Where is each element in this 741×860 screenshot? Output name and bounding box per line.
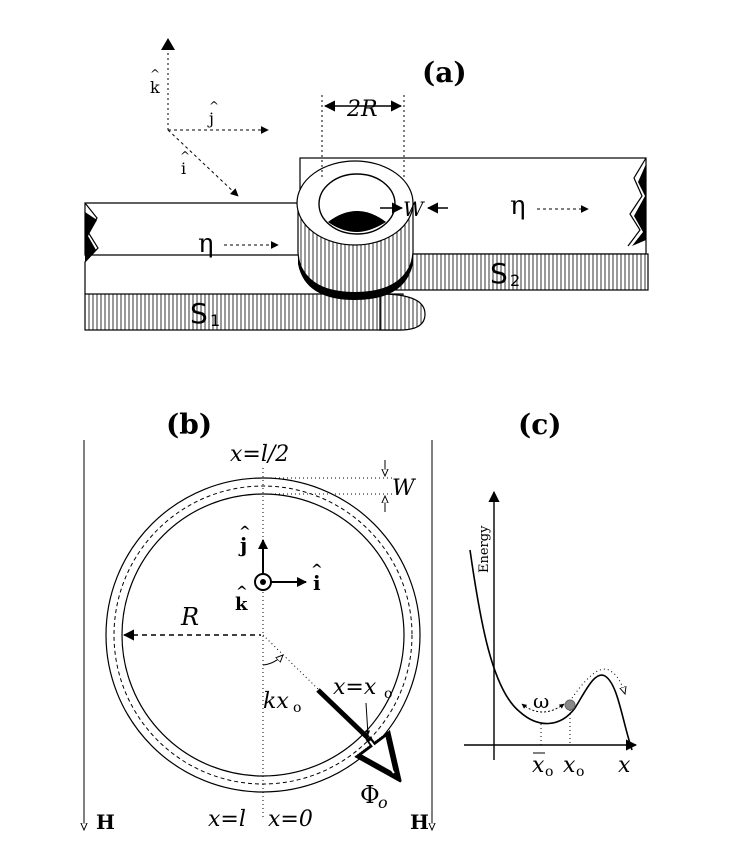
dim-w-label-b: W — [392, 476, 417, 501]
xbar-label: x — [532, 753, 545, 778]
axis-k-label: k — [150, 78, 160, 97]
dim-w-label-a: W — [403, 197, 425, 221]
junction-pointer — [365, 702, 371, 736]
vec-k-dot — [260, 579, 266, 585]
strip-s2-label: S — [490, 257, 508, 290]
flux-label: Φ — [360, 781, 380, 809]
particle — [564, 699, 576, 711]
strip-s1 — [84, 202, 426, 331]
vec-k-label: k — [235, 594, 248, 615]
field-left-label: H — [96, 810, 115, 834]
panel-a-label: (a) — [422, 56, 467, 89]
strip-s1-break — [84, 202, 99, 294]
strip-s2-break — [627, 157, 647, 247]
vec-j-label: j — [238, 533, 247, 557]
dimension-w-a: W — [380, 197, 448, 221]
dimension-w-b: W — [263, 460, 417, 512]
strip-s2-sub: 2 — [510, 271, 520, 290]
coordinate-triad: ^ k ^ j ^ i — [150, 38, 269, 197]
strip-s1-sub: 1 — [210, 311, 220, 330]
escape-path — [571, 668, 625, 699]
flux-sub: o — [378, 793, 388, 812]
radius-label: R — [180, 603, 199, 631]
junction-pos-label: x=x — [333, 675, 377, 700]
axis-i-label: i — [181, 159, 186, 178]
panel-c: (c) Energy ω x o x o x — [464, 408, 638, 780]
strip-s1-label: S — [190, 297, 208, 330]
vec-k-hat: ^ — [236, 584, 248, 600]
axis-j-label: j — [207, 109, 214, 128]
eta-left-label: η — [198, 229, 214, 259]
energy-axis-label: Energy — [477, 525, 492, 573]
panel-b-label: (b) — [166, 408, 212, 441]
oscillation-arrow — [521, 703, 565, 713]
ring-hole-inner-wall — [328, 211, 386, 232]
strip-s1-break-fill — [85, 212, 97, 262]
eta-right-label: η — [510, 191, 526, 221]
panel-b: (b) x=l/2 H H W ^ j ^ i — [84, 408, 432, 834]
annular-ring — [296, 160, 414, 300]
unit-vectors: ^ j ^ i ^ k — [235, 524, 323, 615]
panel-a: (a) ^ k ^ j ^ i — [84, 38, 649, 331]
vec-j-hat: ^ — [239, 524, 251, 540]
angle-sub: o — [293, 700, 301, 716]
ring-shadow — [298, 255, 413, 300]
x0-sub: o — [576, 764, 584, 780]
strip-s1-edge — [84, 293, 404, 331]
axis-j-hat: ^ — [209, 99, 219, 113]
angle-arc — [262, 655, 283, 666]
strip-s2-break-fill — [632, 164, 646, 246]
flux-arrow-core — [369, 740, 395, 774]
bottom-right-pos-label: x=0 — [268, 807, 313, 832]
xbar-sub: o — [545, 764, 553, 780]
axis-i-hat: ^ — [180, 149, 190, 163]
dim-2r-label: 2R — [346, 97, 378, 122]
omega-label: ω — [533, 689, 549, 713]
x0-label: x — [563, 753, 576, 778]
strip-s1-top — [84, 202, 301, 256]
axis-i-line — [167, 129, 239, 197]
field-right-label: H — [410, 810, 429, 834]
bottom-left-pos-label: x=l — [208, 807, 246, 832]
potential-curve — [469, 549, 633, 751]
junction-pos-sub: o — [384, 686, 392, 702]
angle-label: kx — [263, 689, 289, 714]
top-position-label: x=l/2 — [230, 442, 289, 467]
axis-k-hat: ^ — [150, 67, 160, 81]
dimension-2r: 2R — [321, 95, 405, 180]
strip-s1-end-cap — [379, 293, 426, 331]
axis-k-arrowhead — [161, 38, 175, 50]
vec-i-label: i — [313, 571, 321, 595]
x-axis-label: x — [618, 753, 631, 778]
panel-c-label: (c) — [518, 408, 562, 441]
vec-i-hat: ^ — [311, 562, 323, 578]
